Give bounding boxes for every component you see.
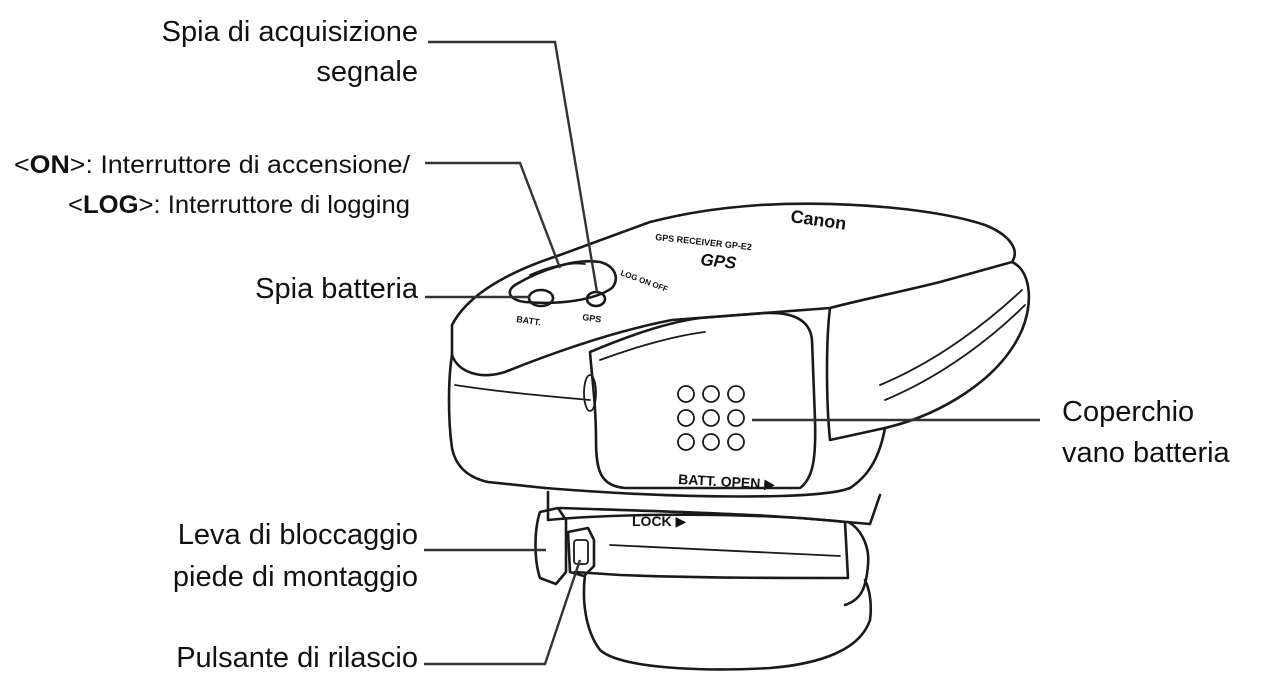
device-batt-small-text: BATT. [516,314,542,327]
device-front-bottom [543,486,852,498]
label-release-button: Pulsante di rilascio [176,642,418,674]
label-signal-indicator-line2: segnale [316,56,418,88]
label-log-suffix: >: Interruttore di logging [139,191,410,219]
label-power-switch-line1: <ON>: Interruttore di accensione/ [14,151,410,179]
release-button [566,526,596,578]
device-switch-small-text: LOG ON OFF [619,268,669,294]
right-grip-line [884,304,1026,401]
device-gps-small-text: GPS [582,312,602,325]
callout-line-release-button [424,559,582,666]
callout-line-signal-indicator [428,40,599,293]
lock-lever [534,506,568,586]
label-battery-cover-line1: Coperchio [1062,396,1194,428]
device-front-left [447,353,547,490]
label-battery-cover-line2: vano batteria [1062,437,1231,469]
right-grip-line [879,289,1023,386]
mount-foot-inner-line [609,544,841,557]
grip-dot [702,385,720,403]
label-signal-indicator-line1: Spia di acquisizione [162,16,418,48]
grip-dot [677,385,695,403]
grip-dot [727,409,745,427]
grip-dot [727,433,745,451]
mount-foot-right [843,520,870,607]
lock-text: LOCK ▶ [632,513,687,529]
grip-dot [727,385,745,403]
battery-cover-grip-dots [677,385,745,451]
grip-dot [702,433,720,451]
mount-foot-base [582,573,873,671]
device-top-surface [450,202,1016,377]
grip-dot [677,433,695,451]
callout-lines [424,40,1040,666]
device-front-edge [454,384,591,401]
label-power-suffix: >: Interruttore di accensione/ [70,151,410,179]
label-foot-lock-lever-line1: Leva di bloccaggio [178,519,418,551]
device-brand-text: Canon [789,206,847,234]
release-button-face [573,539,589,565]
grip-dot [702,409,720,427]
battery-cover-outline [588,311,817,490]
batt-open-text: BATT. OPEN ▶ [678,471,776,492]
battery-cover-latch [583,374,597,412]
gps-receiver-illustration: Canon GPS RECEIVER GP-E2 GPS BATT. GPS L… [447,202,1031,671]
label-foot-lock-lever-line2: piede di montaggio [173,561,418,593]
mount-foot-band [558,506,850,580]
label-log-prefix: < [68,191,83,219]
callout-labels: Spia di acquisizione segnale <ON>: Inter… [14,16,1231,674]
device-right-side-lower [848,426,887,490]
label-power-switch-line2: <LOG>: Interruttore di logging [68,191,410,219]
battery-cover-inner-edge [599,331,706,361]
label-battery-indicator: Spia batteria [255,273,419,305]
label-power-prefix: < [14,151,30,179]
gps-lamp [585,290,607,308]
grip-dot [677,409,695,427]
callout-line-power-switch [425,161,562,269]
label-log-key: LOG [83,191,139,219]
device-right-side [825,260,1031,442]
device-gps-text: GPS [700,250,738,273]
label-power-key: ON [30,151,70,179]
device-model-text: GPS RECEIVER GP-E2 [655,232,753,252]
